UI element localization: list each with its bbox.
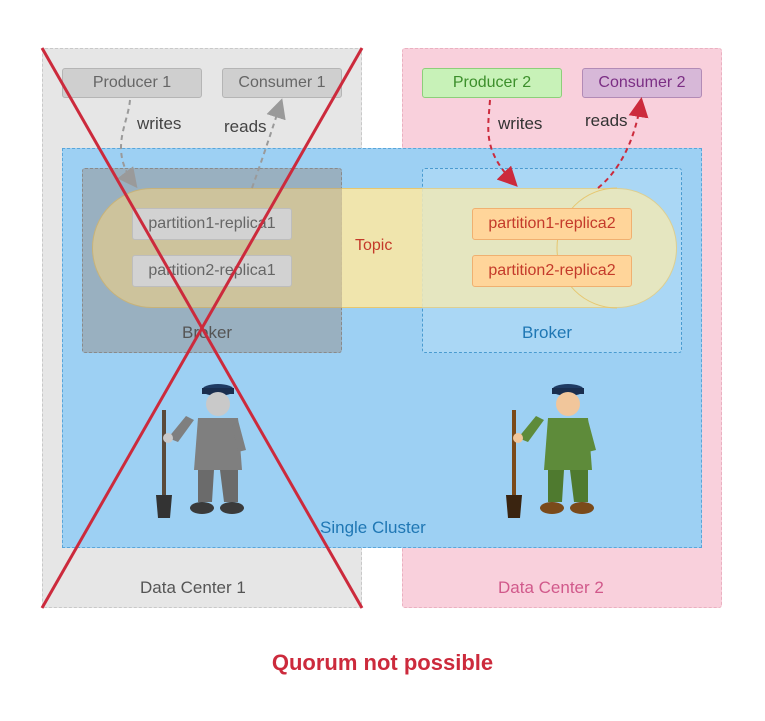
reads-arrow-2: [597, 97, 649, 189]
producer-1: Producer 1: [62, 68, 202, 98]
zookeeper-icon: [156, 384, 246, 518]
topic-label: Topic: [355, 237, 393, 254]
quorum-caption: Quorum not possible: [271, 650, 494, 675]
reads-label-2: reads: [585, 111, 628, 130]
reads-arrow-1: [251, 98, 286, 189]
broker-1-label: Broker: [182, 323, 233, 342]
writes-arrow-1: [117, 99, 138, 189]
data-center-1-label: Data Center 1: [140, 578, 246, 597]
zookeeper-icon: [506, 384, 596, 518]
data-center-2-label: Data Center 2: [498, 578, 604, 597]
partition1-replica2: partition1-replica2: [472, 208, 632, 240]
partition2-replica1: partition2-replica1: [132, 255, 292, 287]
partition2-replica2: partition2-replica2: [472, 255, 632, 287]
writes-arrow-2: [487, 99, 518, 187]
broker-2-label: Broker: [522, 323, 573, 342]
partition1-replica1: partition1-replica1: [132, 208, 292, 240]
producer-2: Producer 2: [422, 68, 562, 98]
reads-label-1: reads: [224, 117, 267, 136]
writes-label-2: writes: [498, 114, 543, 133]
cluster-label: Single Cluster: [320, 518, 426, 537]
writes-label-1: writes: [137, 114, 182, 133]
consumer-1: Consumer 1: [222, 68, 342, 98]
